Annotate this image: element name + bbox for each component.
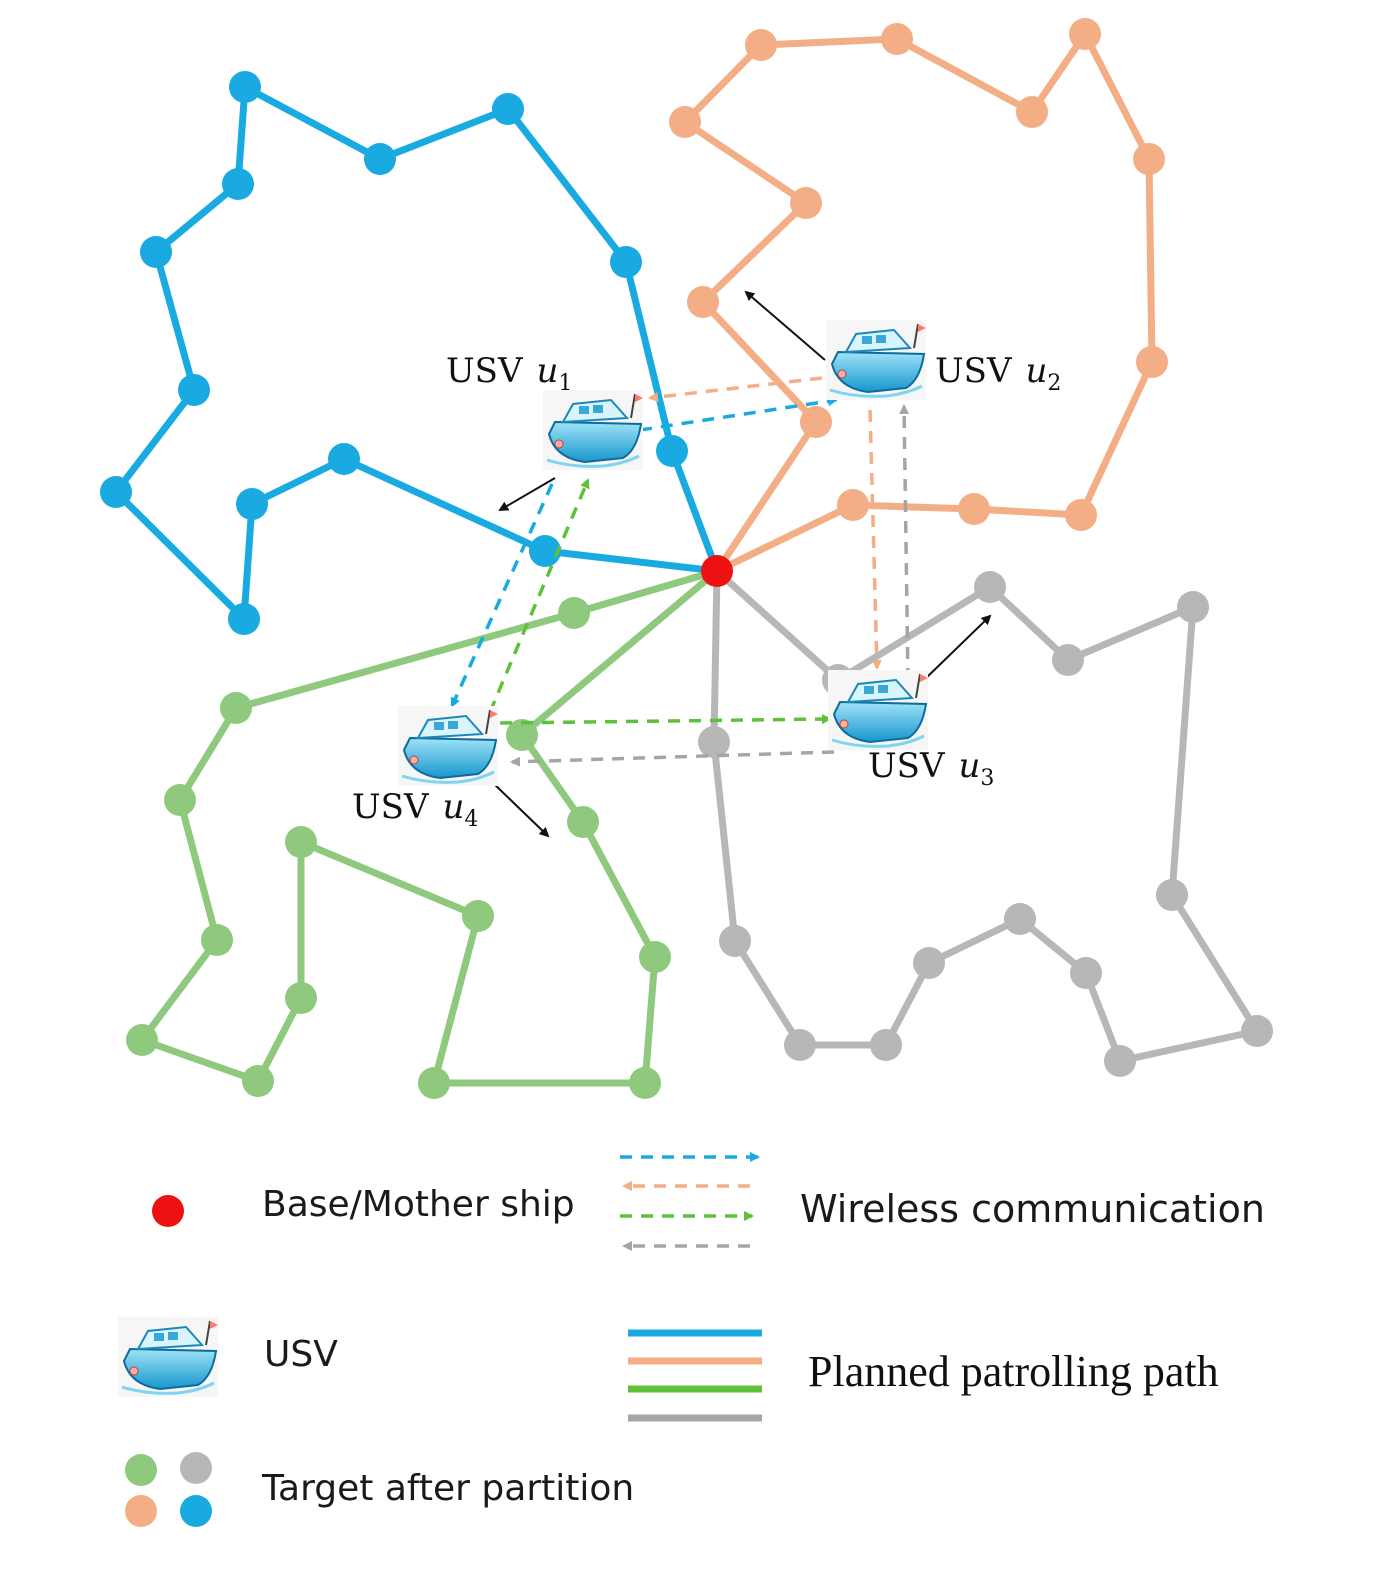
target-node-blue	[236, 488, 268, 520]
motion-arrows	[491, 290, 992, 838]
target-node-green	[629, 1067, 661, 1099]
usv-u3-boat-icon	[826, 668, 930, 752]
target-node-blue	[492, 93, 524, 125]
target-node-green	[201, 924, 233, 956]
legend-target-label: Target after partition	[261, 1468, 634, 1509]
link-u2-to-u3	[868, 409, 882, 670]
patrol-path-green	[138, 567, 720, 1087]
target-node-orange	[800, 406, 832, 438]
target-node-green	[418, 1067, 450, 1099]
target-node-green	[220, 692, 252, 724]
target-node-blue	[178, 374, 210, 406]
legend-target-blue	[180, 1495, 212, 1527]
target-node-orange	[1069, 18, 1101, 50]
legend-wireless-label: Wireless communication	[800, 1187, 1265, 1231]
motion-arrow-u3	[923, 614, 992, 681]
legend-path-lines	[628, 1329, 762, 1422]
target-nodes	[100, 18, 1273, 1099]
target-node-orange	[745, 29, 777, 61]
legend-usv-label: USV	[264, 1334, 338, 1375]
target-node-orange	[837, 489, 869, 521]
target-node-blue	[100, 476, 132, 508]
usv-u1-boat-icon	[541, 388, 645, 472]
usv-u4-boat-icon	[396, 704, 500, 788]
legend-target-orange	[125, 1495, 157, 1527]
target-node-orange	[1065, 499, 1097, 531]
target-node-blue	[228, 603, 260, 635]
target-node-gray	[719, 925, 751, 957]
target-node-blue	[229, 71, 261, 103]
legend-base-icon	[152, 1195, 184, 1227]
target-node-gray	[698, 726, 730, 758]
legend: Base/Mother ship Wireless communication …	[116, 1152, 1265, 1527]
target-node-green	[558, 597, 590, 629]
patrol-path-blue	[112, 83, 721, 623]
target-node-gray	[1104, 1045, 1136, 1077]
target-node-gray	[870, 1029, 902, 1061]
target-node-green	[242, 1065, 274, 1097]
legend-usv-icon	[116, 1315, 220, 1399]
target-node-green	[506, 719, 538, 751]
target-node-orange	[687, 286, 719, 318]
target-node-green	[285, 982, 317, 1014]
target-node-orange	[958, 493, 990, 525]
target-node-blue	[222, 168, 254, 200]
target-node-gray	[1241, 1015, 1273, 1047]
target-node-blue	[610, 246, 642, 278]
link-u2-to-u1	[648, 376, 823, 403]
target-node-orange	[1136, 346, 1168, 378]
target-node-orange	[881, 23, 913, 55]
target-node-blue	[656, 435, 688, 467]
target-node-green	[639, 941, 671, 973]
target-node-blue	[328, 443, 360, 475]
wireless-links	[450, 376, 910, 767]
target-node-gray	[1070, 957, 1102, 989]
target-node-blue	[529, 535, 561, 567]
link-u3-to-u2	[899, 404, 910, 681]
target-node-gray	[913, 947, 945, 979]
motion-arrow-u2	[744, 290, 826, 361]
target-node-green	[567, 806, 599, 838]
target-node-gray	[1156, 879, 1188, 911]
target-node-orange	[1016, 96, 1048, 128]
base-mother-ship	[701, 555, 733, 587]
usv-u2-boat-icon	[824, 318, 928, 402]
target-node-green	[462, 900, 494, 932]
link-u4-to-u3	[499, 714, 832, 725]
legend-target-green	[125, 1454, 157, 1486]
target-node-gray	[1052, 644, 1084, 676]
target-node-gray	[974, 571, 1006, 603]
motion-arrow-u4	[491, 781, 550, 838]
patrolling-paths	[112, 30, 1261, 1087]
target-node-blue	[140, 236, 172, 268]
link-u3-to-u4	[510, 750, 835, 767]
link-u4-to-u1	[488, 478, 590, 713]
target-node-gray	[1004, 903, 1036, 935]
legend-target-dots	[125, 1452, 212, 1527]
target-node-green	[164, 784, 196, 816]
legend-base-label: Base/Mother ship	[262, 1184, 575, 1225]
target-node-green	[126, 1024, 158, 1056]
patrol-path-orange	[681, 30, 1156, 575]
target-node-green	[285, 826, 317, 858]
target-node-gray	[1177, 591, 1209, 623]
legend-wireless-arrows	[620, 1152, 760, 1251]
patrol-path-gray	[710, 568, 1261, 1065]
target-node-orange	[790, 187, 822, 219]
legend-target-gray	[180, 1452, 212, 1484]
target-node-blue	[364, 143, 396, 175]
legend-path-label: Planned patrolling path	[808, 1347, 1219, 1396]
target-node-gray	[784, 1029, 816, 1061]
target-node-orange	[669, 106, 701, 138]
motion-arrow-u1	[498, 477, 556, 512]
target-node-orange	[1133, 143, 1165, 175]
